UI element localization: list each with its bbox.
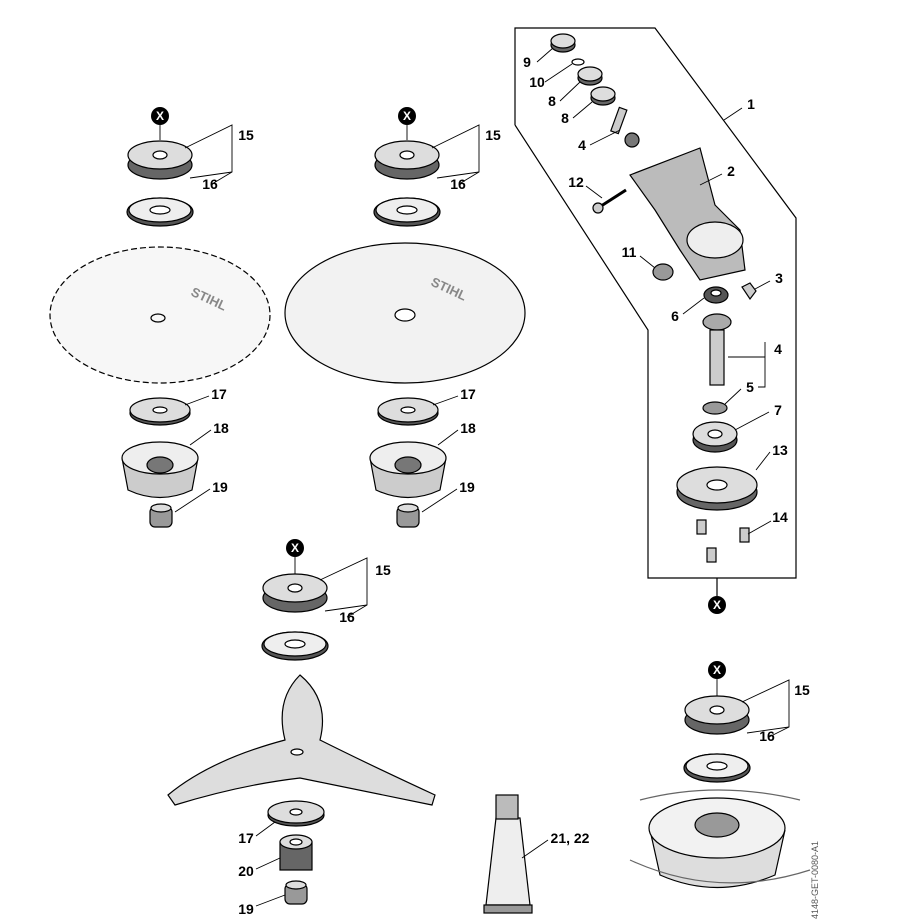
callout: 16 xyxy=(450,176,466,192)
callout: 20 xyxy=(238,863,254,879)
connector-mark: X xyxy=(398,107,416,125)
thrust-washer-17-a xyxy=(129,397,191,426)
grease-tube xyxy=(483,794,533,914)
callout: 8 xyxy=(561,110,569,126)
nut-9 xyxy=(550,33,576,53)
callout: 15 xyxy=(238,127,254,143)
callout: 9 xyxy=(523,54,531,70)
connector-mark: X xyxy=(151,107,169,125)
nut-19-a xyxy=(149,503,173,528)
callout: 3 xyxy=(775,270,783,286)
callout: 13 xyxy=(772,442,788,458)
callout: 7 xyxy=(774,402,782,418)
callout: 15 xyxy=(794,682,810,698)
callout: 5 xyxy=(746,379,754,395)
shaft-4 xyxy=(702,313,732,386)
callout: 16 xyxy=(759,728,775,744)
callout: 17 xyxy=(211,386,227,402)
callout: 19 xyxy=(212,479,228,495)
connector-mark: X xyxy=(708,596,726,614)
callout: 14 xyxy=(772,509,788,525)
mowing-head xyxy=(629,789,811,889)
three-tooth-blade xyxy=(167,674,436,806)
plug-11 xyxy=(652,263,674,281)
callout: 16 xyxy=(202,176,218,192)
bearing-8a xyxy=(577,66,603,86)
callout: 6 xyxy=(671,308,679,324)
thrust-plate-15-d xyxy=(684,695,750,735)
screw-12 xyxy=(592,188,627,214)
callout: 15 xyxy=(375,562,391,578)
gear-housing-2 xyxy=(629,147,746,281)
callout: 10 xyxy=(529,74,545,90)
callout: 19 xyxy=(238,901,254,917)
thrust-washer-17-c xyxy=(267,800,325,827)
washer-5 xyxy=(702,401,728,415)
callout: 17 xyxy=(460,386,476,402)
bearing-6 xyxy=(703,286,729,304)
callout: 17 xyxy=(238,830,254,846)
callout: 8 xyxy=(548,93,556,109)
callout: 4 xyxy=(774,341,782,357)
screws-14 xyxy=(696,519,750,563)
callout: 16 xyxy=(339,609,355,625)
callout: 18 xyxy=(213,420,229,436)
thrust-plate-15-c xyxy=(262,573,328,613)
guard-cup-18-b xyxy=(369,441,447,499)
callout: 2 xyxy=(727,163,735,179)
flange-13 xyxy=(676,466,758,511)
bearing-7 xyxy=(692,421,738,453)
drawing-code: 4148-GET-0080-A1 xyxy=(810,840,820,920)
callout: 4 xyxy=(578,137,586,153)
assembly-frame xyxy=(514,27,797,579)
callout: 19 xyxy=(459,479,475,495)
guard-cup-18-a xyxy=(121,441,199,499)
washer-10 xyxy=(571,58,585,66)
washer-16-a xyxy=(126,197,194,227)
nut-19-b xyxy=(396,503,420,528)
saw-blade xyxy=(49,246,271,384)
bearing-8b xyxy=(590,86,616,106)
callout: 11 xyxy=(621,244,637,260)
thrust-plate-15-a xyxy=(127,140,193,180)
washer-16-d xyxy=(683,753,751,783)
callout: 15 xyxy=(485,127,501,143)
pinion-shaft-4 xyxy=(610,106,640,148)
washer-16-c xyxy=(261,631,329,661)
thrust-washer-17-b xyxy=(377,397,439,426)
connector-mark: X xyxy=(286,539,304,557)
connector-mark: X xyxy=(708,661,726,679)
nut-19-c xyxy=(284,880,308,905)
thrust-plate-15-b xyxy=(374,140,440,180)
washer-16-b xyxy=(373,197,441,227)
callout: 18 xyxy=(460,420,476,436)
callout-grease-tube: 21, 22 xyxy=(550,830,590,846)
clip-3 xyxy=(741,282,757,301)
callout: 12 xyxy=(568,174,584,190)
callout: 1 xyxy=(747,96,755,112)
spacer-20 xyxy=(279,834,313,871)
